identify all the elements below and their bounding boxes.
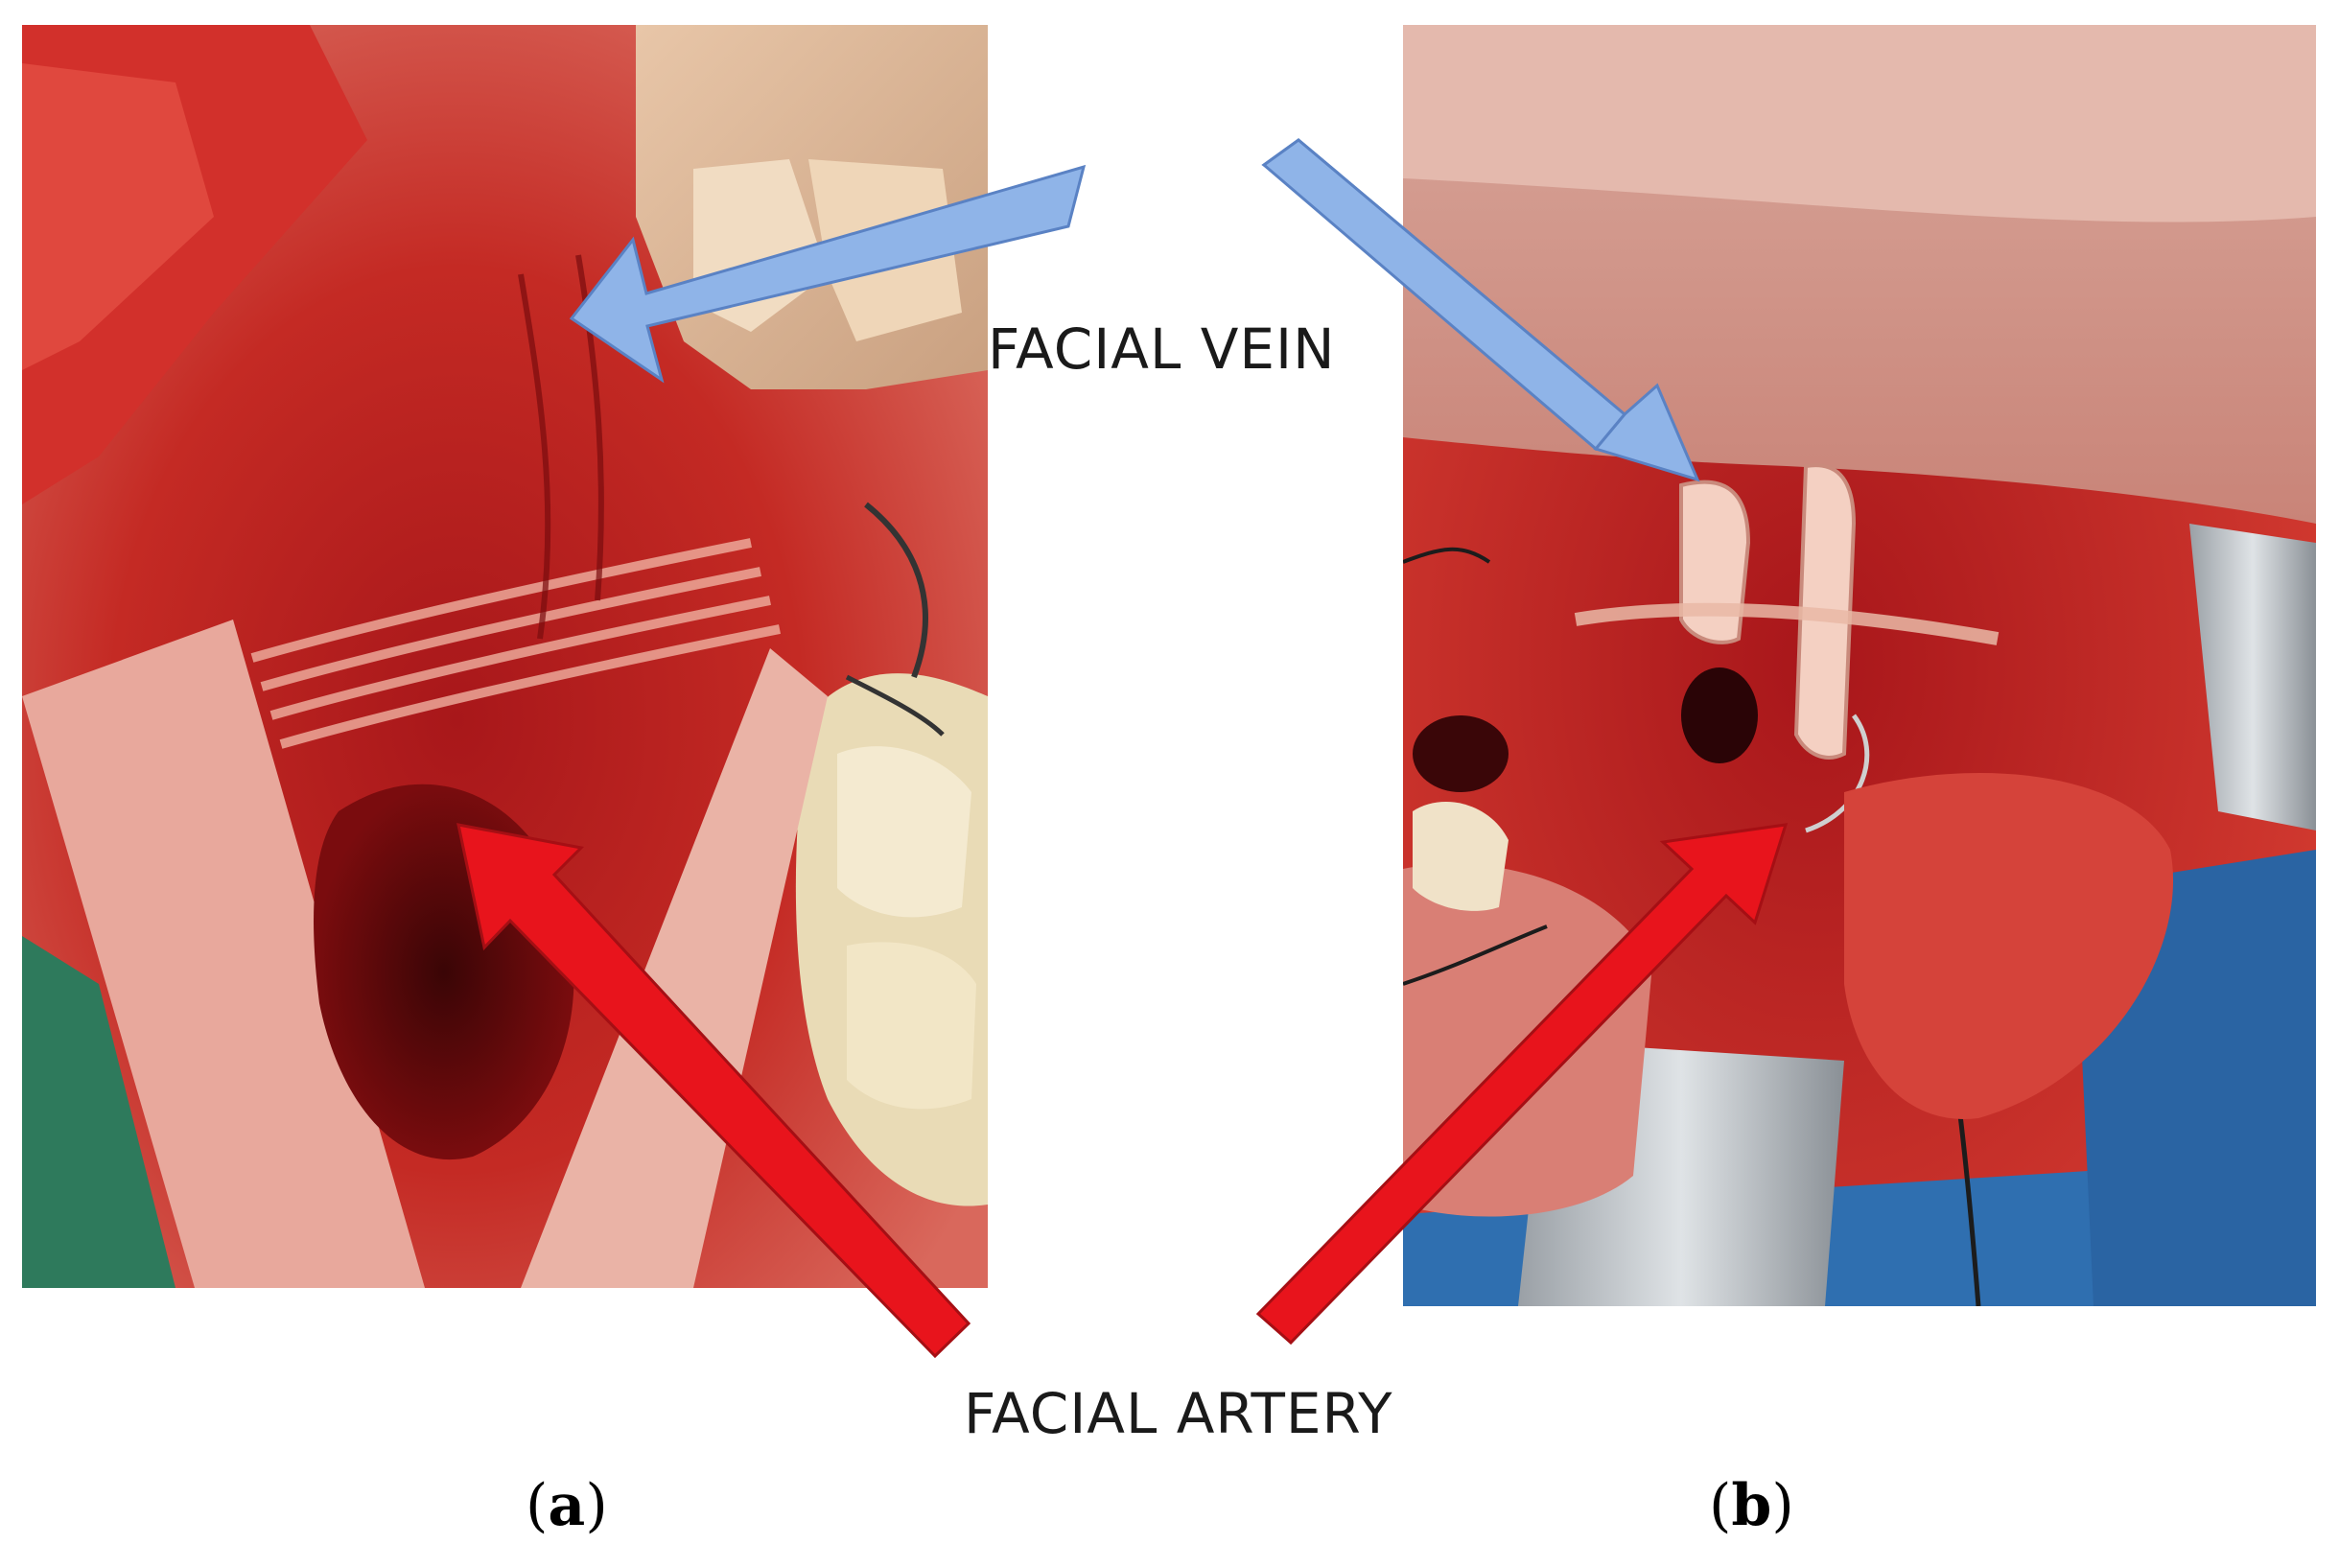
surgical-photo-b-image: [1403, 25, 2316, 1306]
panel-label-a-close: ): [585, 1472, 608, 1539]
panel-label-b-letter: b: [1731, 1472, 1772, 1539]
panel-label-a-letter: a: [548, 1472, 586, 1539]
panel-label-a: (a): [526, 1472, 608, 1539]
panel-label-a-open: (: [526, 1472, 549, 1539]
facial-vein-label: FACIAL VEIN: [988, 316, 1336, 382]
panel-label-b: (b): [1709, 1472, 1794, 1539]
facial-artery-label: FACIAL ARTERY: [964, 1381, 1393, 1446]
panel-label-b-close: ): [1771, 1472, 1794, 1539]
panel-label-b-open: (: [1709, 1472, 1732, 1539]
surgical-photo-b: [1403, 25, 2316, 1306]
surgical-photo-a: [22, 25, 988, 1288]
surgical-photo-a-image: [22, 25, 988, 1288]
